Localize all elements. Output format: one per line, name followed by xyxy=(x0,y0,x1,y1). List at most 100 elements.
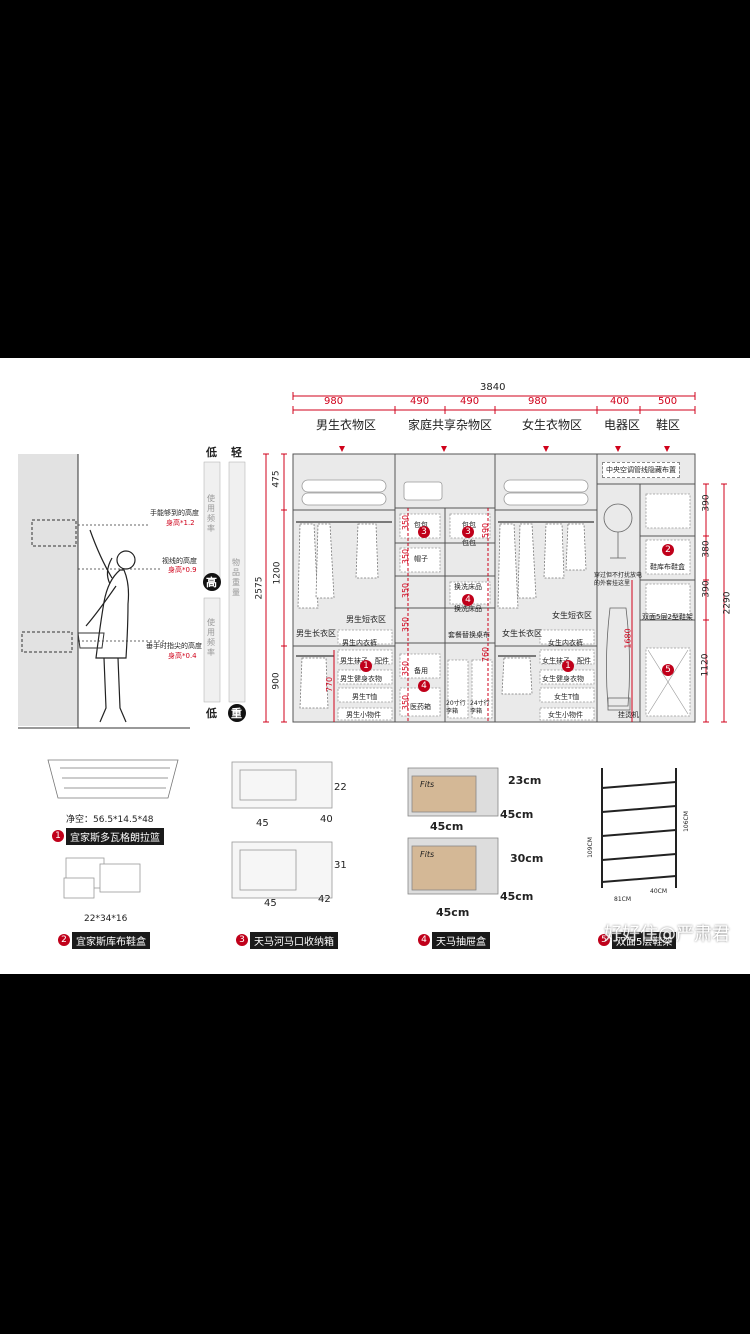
scale-low-bottom: 低 xyxy=(206,707,217,720)
fan-icon xyxy=(603,503,633,559)
inner-height-2: 350 xyxy=(401,548,411,565)
inner-height-760: 760 xyxy=(481,646,491,663)
width-label-appliance: 400 xyxy=(610,396,630,407)
box-dim-4: 31 xyxy=(334,860,347,871)
height-390-b: 390 xyxy=(701,580,712,598)
scale-high: 高 xyxy=(206,576,217,589)
note-hand-formula: 身高*0.4 xyxy=(168,652,197,660)
zone-shoe: 鞋区 xyxy=(656,418,681,432)
box-dim-1: 22 xyxy=(334,782,347,793)
width-label-men: 980 xyxy=(324,396,344,407)
label-ac: 中央空调管线隐藏布置 xyxy=(602,462,680,478)
height-900: 900 xyxy=(271,672,282,690)
shelf-dim-depth: 40CM xyxy=(650,888,668,895)
label-luggage-24: 24寸行李箱 xyxy=(470,700,490,715)
marker-3-a: 3 xyxy=(418,526,430,538)
marker-1-men: 1 xyxy=(360,660,372,672)
watermark: 好好住@严肃君 xyxy=(604,924,730,945)
height-390-a: 390 xyxy=(701,494,712,512)
marker-1-women: 1 xyxy=(562,660,574,672)
hanging-rods xyxy=(296,521,594,657)
label-women-fitness: 女生健身衣物 xyxy=(542,675,584,683)
product-4-num: 4 xyxy=(418,934,430,946)
label-men-fitness: 男生健身衣物 xyxy=(340,675,382,683)
product-4-name: 天马抽屉盒 xyxy=(432,932,490,949)
label-men-t: 男生T恤 xyxy=(352,693,378,701)
drawer-dim-5: 45cm xyxy=(436,906,470,919)
product-2-num: 2 xyxy=(58,934,70,946)
product-3-name: 天马河马口收纳箱 xyxy=(250,932,338,949)
height-2575: 2575 xyxy=(254,576,265,600)
zone-men: 男生衣物区 xyxy=(316,418,377,432)
label-tableware: 套餐替换桌布 xyxy=(448,631,490,639)
product-5-name: 双面5层鞋架 xyxy=(612,932,677,949)
basket-illustration xyxy=(77,632,105,649)
drawer-brand-1: Fits xyxy=(420,780,435,789)
zone-women: 女生衣物区 xyxy=(522,418,583,432)
label-spare: 备用 xyxy=(414,667,428,675)
label-bag-2: 包包 xyxy=(462,521,476,529)
label-shoe-box: 鞋库布鞋盒 xyxy=(650,563,685,571)
shelf-dim-height-2: 106CM xyxy=(682,811,690,832)
label-bag-3: 包包 xyxy=(462,539,476,547)
label-iron: 挂烫机 xyxy=(618,711,639,719)
marker-4-a: 4 xyxy=(462,594,474,606)
label-women-long: 女生长衣区 xyxy=(502,629,542,638)
height-2290: 2290 xyxy=(722,591,733,615)
inner-height-770: 770 xyxy=(325,676,335,693)
label-women-small: 女生小物件 xyxy=(548,711,583,719)
scale-item-weight: 物品重量 xyxy=(232,558,240,597)
scale-low-top: 低 xyxy=(206,446,217,459)
inner-height-4: 350 xyxy=(401,616,411,633)
box-dim-3: 40 xyxy=(320,814,333,825)
shoe-shelf-product xyxy=(601,768,677,888)
wall-illustration xyxy=(18,454,190,729)
basket-dims: 净空：56.5*14.5*48 xyxy=(66,815,154,825)
scale-usage-freq-bottom: 使用频率 xyxy=(207,618,215,657)
marker-5-shoe: 5 xyxy=(662,664,674,676)
label-women-t: 女生T恤 xyxy=(554,693,580,701)
shoe-rack-lines xyxy=(647,649,689,715)
storage-box-product xyxy=(231,761,333,899)
zone-arrows xyxy=(339,446,670,452)
label-bedding-1: 换洗床品 xyxy=(454,583,482,591)
height-1200: 1200 xyxy=(272,561,283,585)
label-fan-note: 穿过但不打扰放电的外套挂这里 xyxy=(594,572,643,587)
note-reach-formula: 身高*1.2 xyxy=(166,519,195,527)
drawers xyxy=(337,493,691,721)
basket-product xyxy=(47,759,179,799)
height-475: 475 xyxy=(271,470,282,488)
wardrobe-diagram xyxy=(18,392,727,899)
label-shoe-rack: 双面5层2型鞋架 xyxy=(642,613,693,621)
label-bag-1: 包包 xyxy=(414,521,428,529)
inner-height-3: 350 xyxy=(401,582,411,599)
label-hat: 帽子 xyxy=(414,555,428,563)
product-1-num: 1 xyxy=(52,830,64,842)
person-silhouette xyxy=(85,529,136,723)
marker-2-shoe: 2 xyxy=(662,544,674,556)
note-eye-title: 视线的高度 xyxy=(162,557,197,565)
inner-height-6: 350 xyxy=(401,694,411,711)
marker-4-b: 4 xyxy=(418,680,430,692)
shoebox-dims: 22*34*16 xyxy=(84,914,128,924)
drawer-dim-4: 30cm xyxy=(510,852,544,865)
drawer-brand-2: Fits xyxy=(420,850,435,859)
zone-appliance: 电器区 xyxy=(604,418,641,432)
width-label-women: 980 xyxy=(528,396,548,407)
label-women-short: 女生短衣区 xyxy=(552,611,592,620)
box-dim-2: 45 xyxy=(256,818,269,829)
zone-shared: 家庭共享杂物区 xyxy=(408,418,493,432)
shoebox-product xyxy=(63,857,141,899)
diagram-panel: 3840 980 490 490 980 400 500 男生衣物区 家庭共享杂… xyxy=(0,358,750,974)
label-women-underwear: 女生内衣裤 xyxy=(548,639,583,647)
scale-usage-freq-top: 使用频率 xyxy=(207,494,215,533)
iron-icon xyxy=(606,607,631,711)
scale-light: 轻 xyxy=(231,446,242,459)
inner-height-1: 350 xyxy=(401,514,411,531)
box-dim-5: 45 xyxy=(264,898,277,909)
drawer-dim-2: 45cm xyxy=(430,820,464,833)
drawer-dim-6: 45cm xyxy=(500,890,534,903)
label-luggage-20: 20寸行李箱 xyxy=(446,700,466,715)
note-reach-title: 手能够到的高度 xyxy=(150,509,199,517)
hanging-clothes xyxy=(297,523,587,709)
